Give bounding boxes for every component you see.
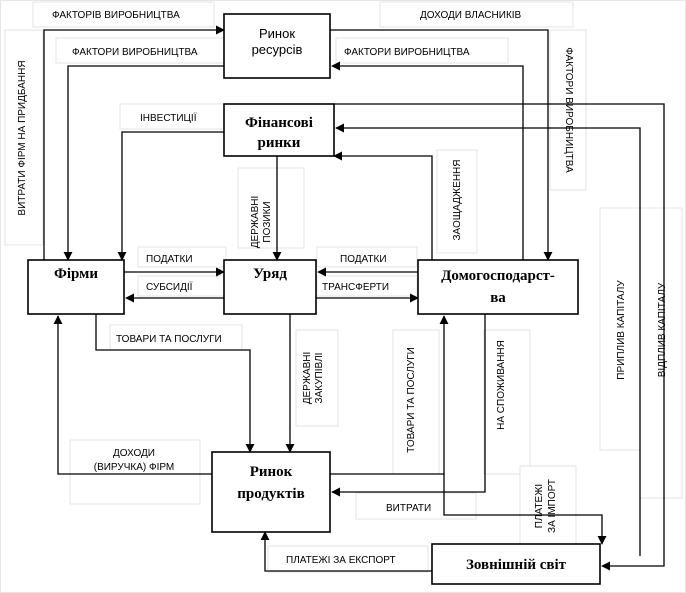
firms-label: Фірми xyxy=(54,266,98,282)
label-firm-revenue-1: ДОХОДИ xyxy=(113,448,155,459)
label-factors-to-firms: ФАКТОРИ ВИРОБНИЦТВА xyxy=(72,47,198,58)
label-savings: ЗАОЩАДЖЕННЯ xyxy=(452,160,463,241)
node-resource-market: Ринок ресурсів xyxy=(223,13,331,79)
label-firms-factors-top: ФАКТОРІВ ВИРОБНИЦТВА xyxy=(52,10,180,21)
label-goods-services-firms: ТОВАРИ ТА ПОСЛУГИ xyxy=(116,334,222,345)
node-firms: Фірми xyxy=(27,259,125,315)
node-outside-world: Зовнішній світ xyxy=(431,543,601,585)
financial-markets-line2: ринки xyxy=(258,135,301,151)
label-investment: ІНВЕСТИЦІЇ xyxy=(140,112,197,124)
node-product-market: Ринок продуктів xyxy=(211,451,331,533)
svg-text:ПОЗИКИ: ПОЗИКИ xyxy=(262,201,273,242)
label-consumption: НА СПОЖИВАННЯ xyxy=(496,340,507,430)
flow-labels-vertical: ВИТРАТИ ФІРМ НА ПРИДБАННЯ ФАКТОРИ ВИРОБН… xyxy=(17,47,668,453)
label-firm-revenue-2: (ВИРУЧКА) ФІРМ xyxy=(94,462,175,473)
label-spending: ВИТРАТИ xyxy=(386,503,431,514)
outside-world-label: Зовнішній світ xyxy=(466,557,567,573)
label-backgrounds xyxy=(4,1,683,573)
label-factors-right-vertical: ФАКТОРИ ВИРОБНИЦТВА xyxy=(563,47,574,173)
label-government-loans: ДЕРЖАВНІ ПОЗИКИ xyxy=(250,196,273,249)
svg-text:ПЛАТЕЖІ: ПЛАТЕЖІ xyxy=(534,484,545,528)
flow-lines xyxy=(43,25,665,572)
households-line1: Домогосподарст- xyxy=(441,268,555,284)
label-capital-outflow: ВІДПЛИВ КАПІТАЛУ xyxy=(657,282,668,377)
label-taxes-households: ПОДАТКИ xyxy=(340,254,387,265)
label-government-purchases: ДЕРЖАВНІ ЗАКУПІВЛІ xyxy=(302,352,325,405)
resource-market-line1: Ринок xyxy=(259,26,295,41)
label-transfers: ТРАНСФЕРТИ xyxy=(322,282,389,293)
svg-text:ДЕРЖАВНІ: ДЕРЖАВНІ xyxy=(302,352,313,405)
flow-labels-horizontal: ФАКТОРІВ ВИРОБНИЦТВА ДОХОДИ ВЛАСНИКІВ ФА… xyxy=(52,10,522,566)
label-taxes-firms: ПОДАТКИ xyxy=(146,254,193,265)
node-financial-markets: Фінансові ринки xyxy=(223,103,335,157)
node-households: Домогосподарст- ва xyxy=(417,259,579,315)
financial-markets-line1: Фінансові xyxy=(245,115,313,131)
households-line2: ва xyxy=(490,290,506,306)
label-export-payments: ПЛАТЕЖІ ЗА ЕКСПОРТ xyxy=(286,555,396,566)
label-subsidies: СУБСИДІЇ xyxy=(146,281,193,293)
svg-text:ДЕРЖАВНІ: ДЕРЖАВНІ xyxy=(250,196,261,249)
label-owners-income: ДОХОДИ ВЛАСНИКІВ xyxy=(420,10,522,21)
svg-text:ЗАКУПІВЛІ: ЗАКУПІВЛІ xyxy=(314,353,325,404)
product-market-line1: Ринок xyxy=(250,464,293,480)
label-capital-inflow: ПРИПЛИВ КАПІТАЛУ xyxy=(616,280,627,380)
government-label: Уряд xyxy=(253,266,287,282)
label-factors-from-households: ФАКТОРИ ВИРОБНИЦТВА xyxy=(344,47,470,58)
label-goods-services-households: ТОВАРИ ТА ПОСЛУГИ xyxy=(406,347,417,453)
node-government: Уряд xyxy=(223,259,317,315)
label-import-payments: ПЛАТЕЖІ ЗА ІМПОРТ xyxy=(534,479,558,533)
product-market-line2: продуктів xyxy=(237,486,304,502)
svg-text:ЗА ІМПОРТ: ЗА ІМПОРТ xyxy=(547,479,558,533)
resource-market-line2: ресурсів xyxy=(252,42,303,57)
label-firm-purchase-costs: ВИТРАТИ ФІРМ НА ПРИДБАННЯ xyxy=(17,60,28,215)
